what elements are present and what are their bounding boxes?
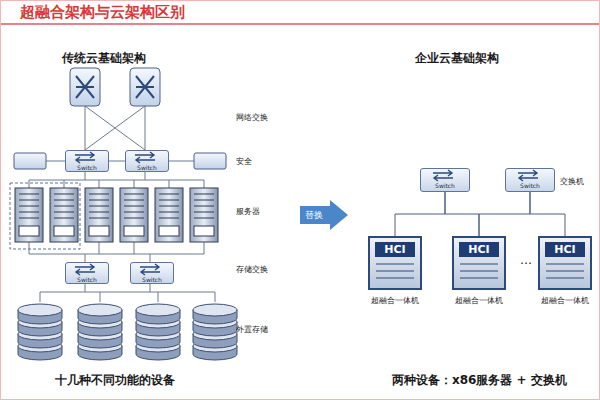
diagram-label: 企业云基础架构 (415, 50, 499, 67)
server-tower (85, 188, 113, 242)
hci-appliance: HCI超融合一体机 (368, 236, 422, 290)
diagram-label: 传统云基础架构 (62, 50, 146, 67)
switch-icon (131, 263, 169, 276)
switch-icon (126, 151, 164, 164)
node-text: Switch (506, 182, 554, 189)
node-text: Switch (66, 164, 108, 171)
diagram-label: 服务器 (236, 206, 260, 217)
switch-icon (421, 169, 465, 182)
switch-icon (66, 151, 104, 164)
switch-box: Switch (130, 262, 174, 284)
node-caption: 超融合一体机 (455, 295, 503, 306)
node-text: Switch (421, 182, 469, 189)
switch-icon (66, 263, 104, 276)
switch-icon (506, 169, 550, 182)
hci-appliance: HCI超融合一体机 (452, 236, 506, 290)
network-link (395, 192, 445, 236)
node-text: Switch (126, 164, 168, 171)
network-link (530, 192, 565, 236)
server-tower (120, 188, 148, 242)
server-tower (50, 188, 78, 242)
diagram-label: 替换 (305, 209, 323, 222)
diagram-label: 安全 (236, 156, 252, 167)
diagram-label: 交换机 (560, 176, 584, 187)
diagram-label: 十几种不同功能的设备 (55, 372, 175, 389)
switch-box: Switch (420, 168, 470, 192)
diagram-label: 两种设备：x86服务器 + 交换机 (392, 372, 567, 389)
switch-box: Switch (505, 168, 555, 192)
server-tower (155, 188, 183, 242)
diagram-label: 外置存储 (236, 324, 268, 335)
node-caption: 超融合一体机 (371, 295, 419, 306)
node-caption: 超融合一体机 (541, 295, 589, 306)
node-text: HCI (545, 242, 585, 257)
network-link (479, 192, 530, 236)
diagram-label: … (520, 253, 532, 267)
node-text: Switch (131, 276, 173, 283)
server-tower (190, 188, 218, 242)
node-text: Switch (66, 276, 108, 283)
hci-appliance: HCI超融合一体机 (538, 236, 592, 290)
node-text: HCI (459, 242, 499, 257)
node-text: HCI (375, 242, 415, 257)
diagram-label: 网络交换 (236, 112, 268, 123)
page-title: 超融合架构与云架构区别 (20, 3, 185, 22)
diagram-label: 存储交换 (236, 264, 268, 275)
switch-box: Switch (125, 150, 169, 172)
switch-box: Switch (65, 262, 109, 284)
network-link (445, 192, 479, 236)
switch-box: Switch (65, 150, 109, 172)
server-tower (15, 188, 43, 242)
